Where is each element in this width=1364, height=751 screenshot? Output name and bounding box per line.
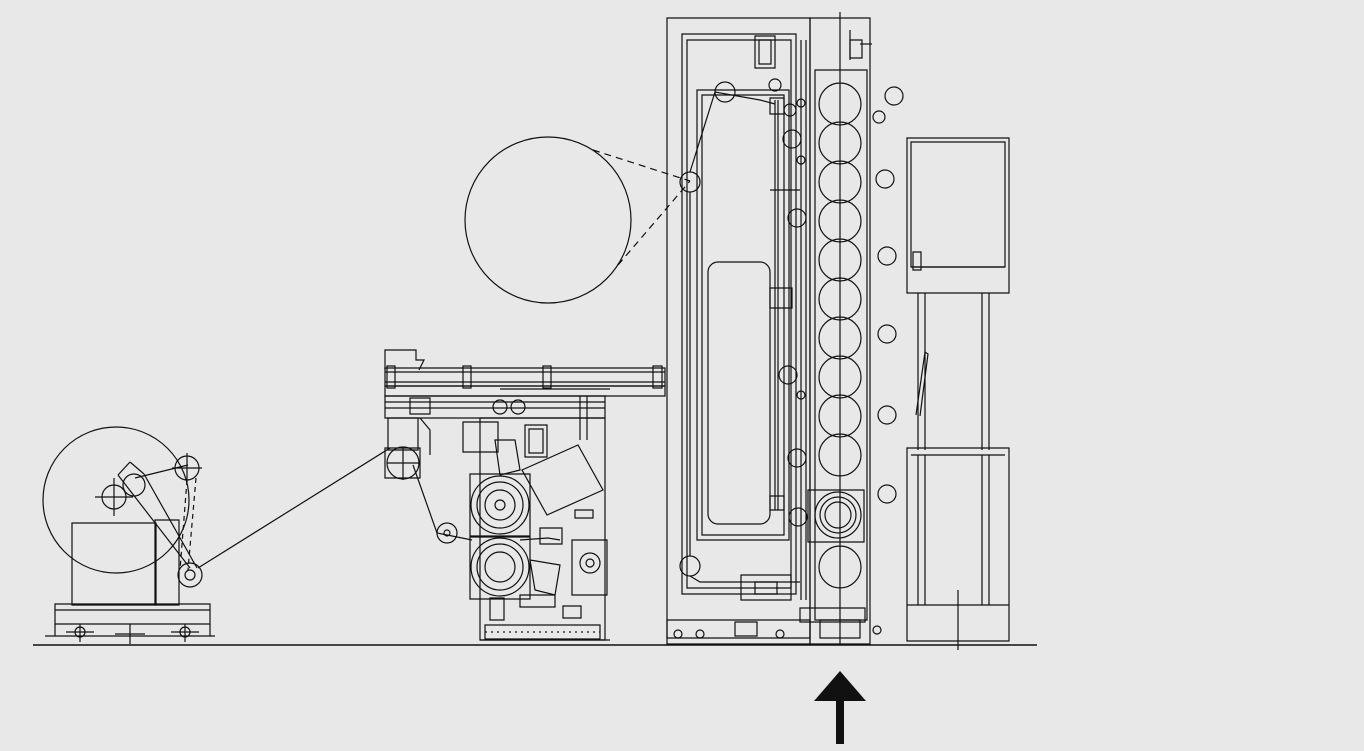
unwind-reel — [43, 427, 189, 573]
upper-lamination-roll — [471, 476, 529, 534]
arrow-up-icon — [814, 671, 866, 744]
outfeed-upper-box — [907, 138, 1009, 293]
laminator-unit — [385, 350, 665, 640]
unwinder-unit — [43, 427, 215, 644]
accumulator-tower — [667, 18, 810, 644]
lower-lamination-roll — [471, 538, 529, 596]
unwind-guide-roller — [178, 563, 202, 587]
outfeed-unit — [907, 138, 1009, 650]
rewind-roll — [815, 492, 861, 538]
unwinder-cabinet — [72, 523, 156, 605]
upper-supply-reel — [465, 137, 631, 303]
guide-circles — [873, 87, 903, 503]
top-conveyor — [385, 368, 665, 386]
roller-column — [800, 12, 881, 644]
unwinder-base — [55, 604, 210, 624]
web-path — [198, 448, 390, 568]
tower-window — [708, 262, 770, 524]
